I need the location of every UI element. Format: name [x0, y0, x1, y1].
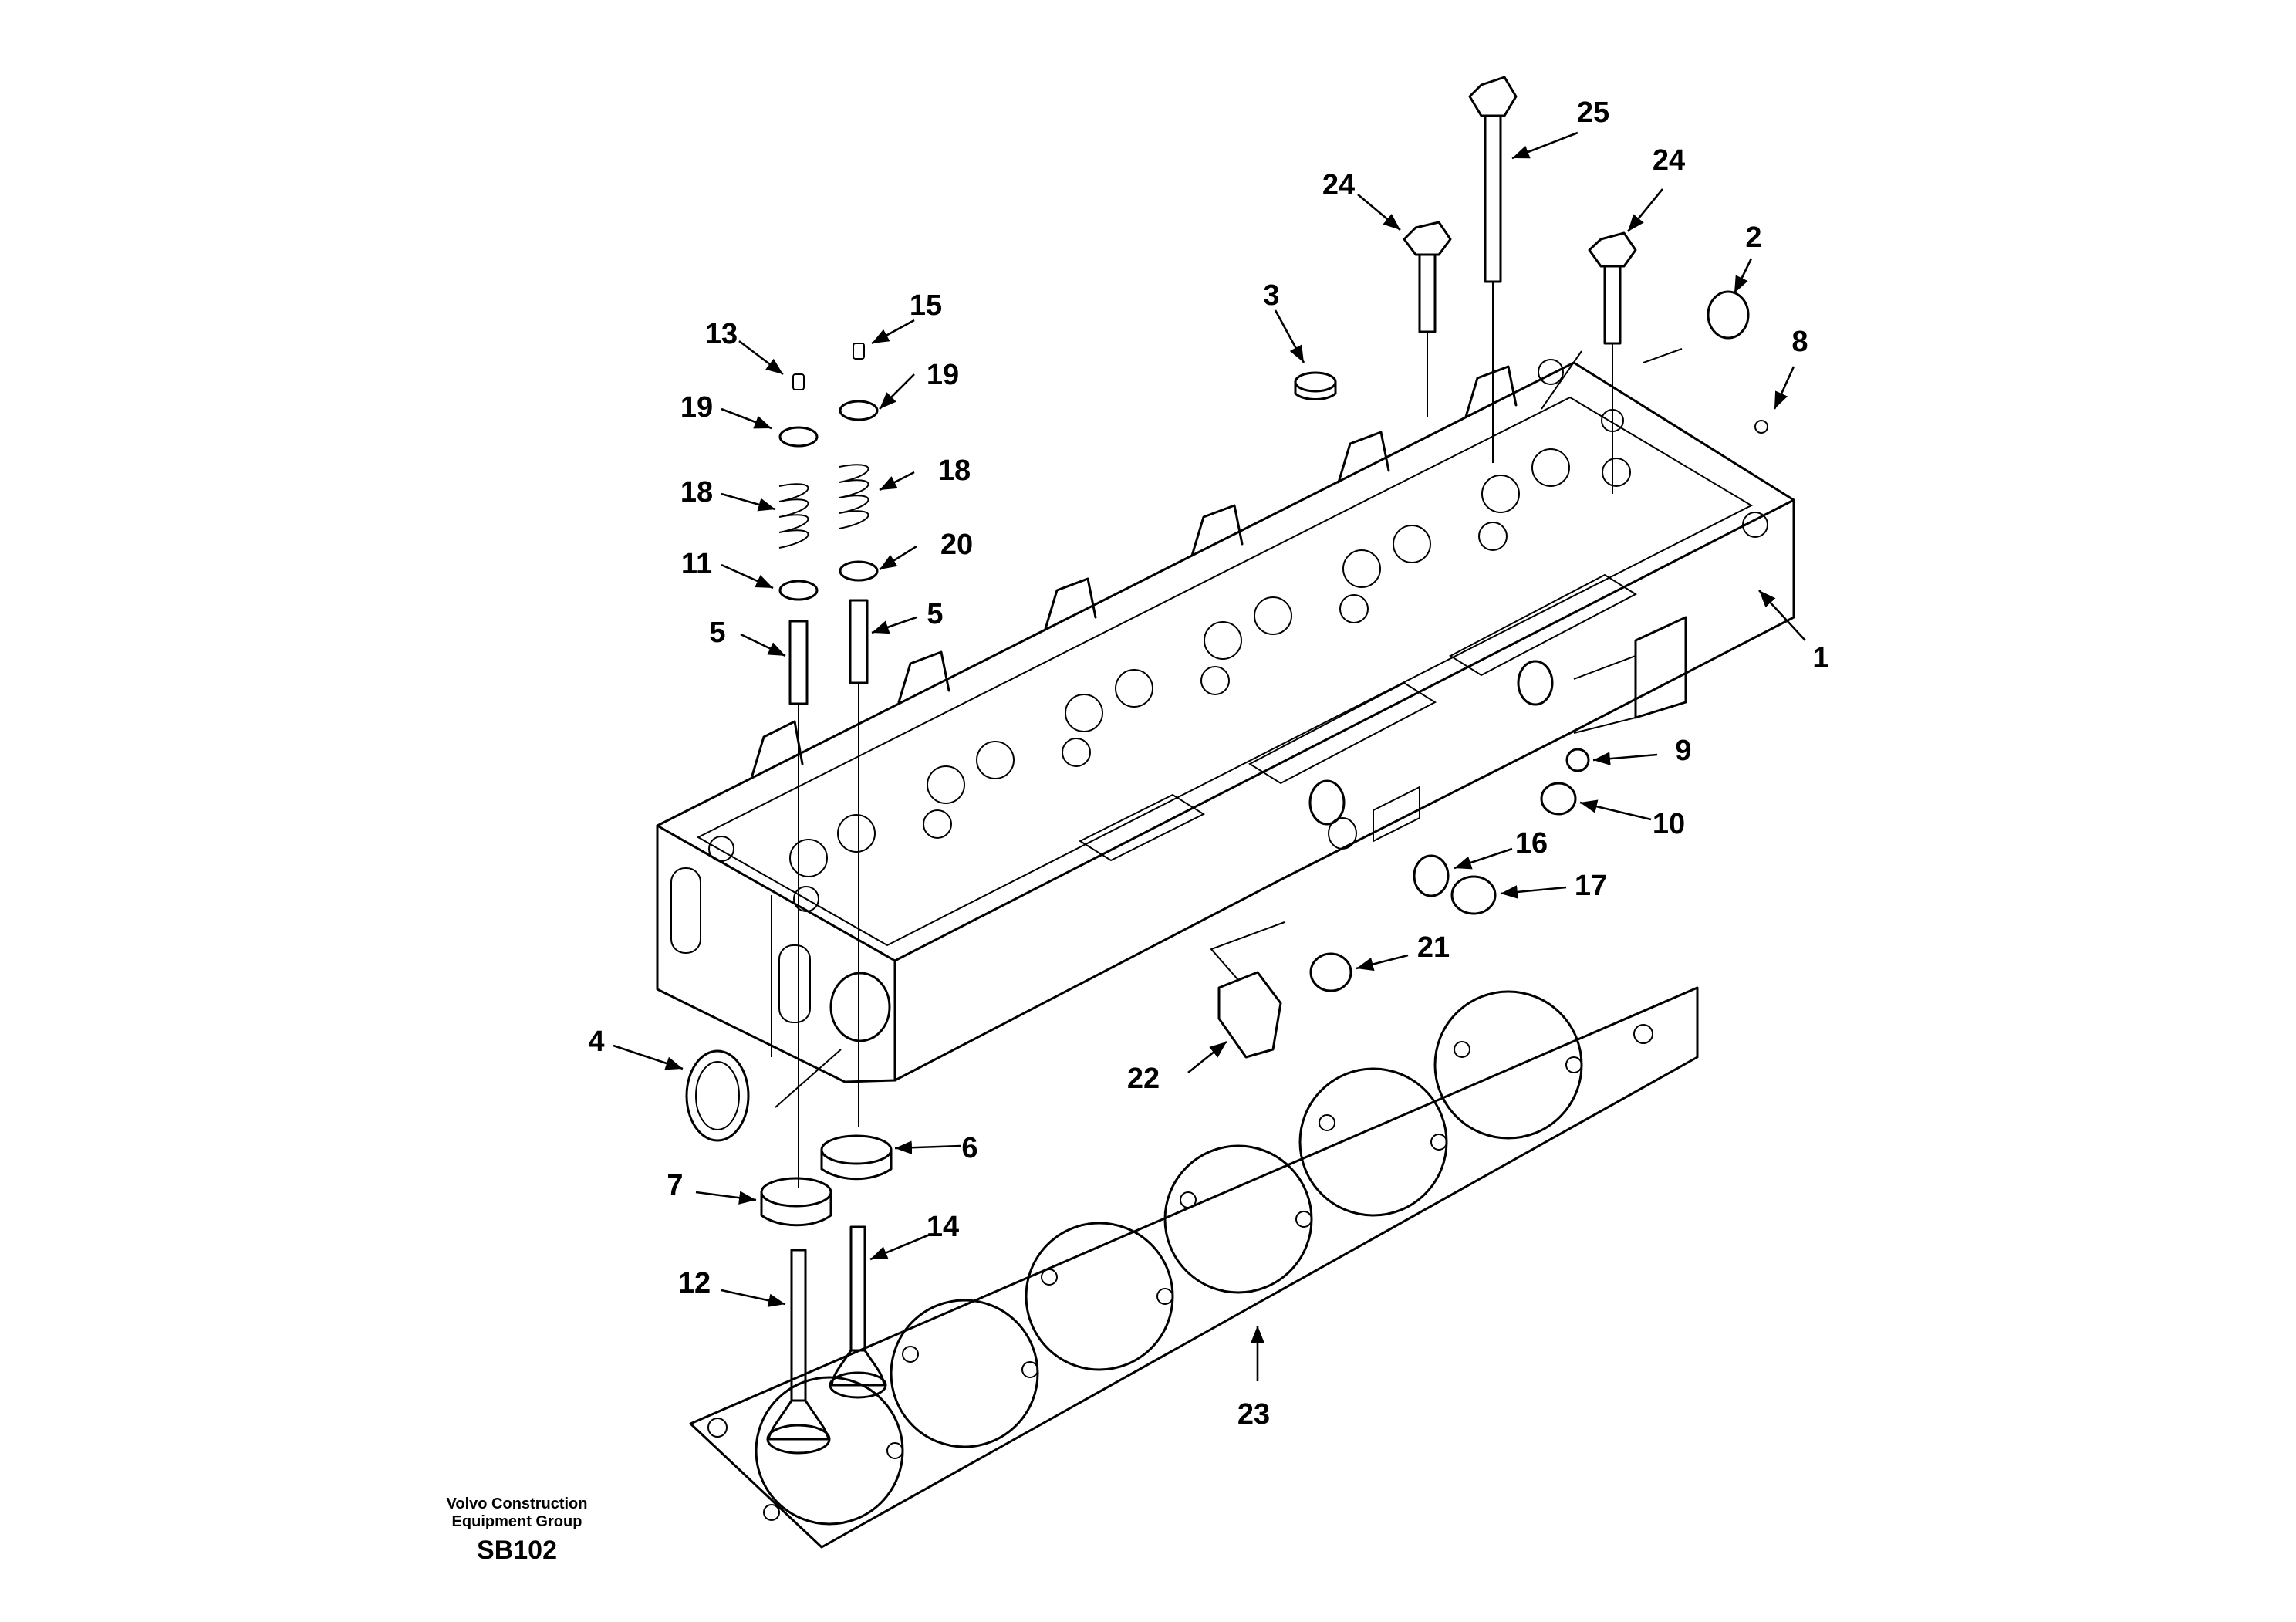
- callout-5-right: 5: [927, 598, 943, 630]
- callout-labels: 25 24 24 2 8 3 13 15 19 19 18 18 11 20 5…: [588, 96, 1828, 1431]
- callout-19-left: 19: [680, 391, 713, 424]
- callout-18-left: 18: [680, 476, 713, 509]
- callout-24-left: 24: [1322, 169, 1355, 201]
- callout-12: 12: [678, 1267, 711, 1299]
- callout-2: 2: [1745, 221, 1761, 254]
- head-gasket: [689, 986, 1699, 1549]
- callout-20: 20: [940, 529, 973, 561]
- callout-11: 11: [681, 548, 712, 580]
- valve-stack-right: [820, 343, 893, 1399]
- credit-line-2: Equipment Group: [452, 1513, 582, 1530]
- publisher-credit: Volvo Construction Equipment Group SB102: [447, 1495, 588, 1565]
- callout-13: 13: [705, 318, 738, 350]
- callout-3: 3: [1263, 279, 1279, 312]
- callout-4: 4: [588, 1026, 604, 1058]
- callout-22: 22: [1127, 1063, 1160, 1095]
- callout-7: 7: [667, 1169, 683, 1201]
- callout-16: 16: [1515, 827, 1548, 860]
- callout-10: 10: [1653, 808, 1685, 840]
- callout-5-left: 5: [709, 617, 725, 649]
- callout-14: 14: [927, 1211, 959, 1243]
- callout-21: 21: [1417, 931, 1450, 964]
- credit-line-1: Volvo Construction: [447, 1495, 588, 1512]
- bolts-and-plugs: [685, 76, 1768, 1142]
- callout-23: 23: [1237, 1398, 1270, 1431]
- callout-19-right: 19: [927, 359, 959, 391]
- cylinder-head: [656, 359, 1795, 1083]
- callout-9: 9: [1675, 735, 1691, 767]
- callout-25: 25: [1577, 96, 1609, 129]
- callout-15: 15: [910, 289, 942, 322]
- valve-stack-left: [760, 373, 832, 1455]
- callout-24-right: 24: [1653, 144, 1685, 177]
- callout-1: 1: [1812, 642, 1828, 674]
- callout-8: 8: [1791, 326, 1808, 358]
- callout-17: 17: [1575, 870, 1607, 902]
- callout-18-right: 18: [938, 454, 971, 487]
- callout-leaders: [613, 131, 1806, 1381]
- drawing-code: SB102: [477, 1536, 557, 1565]
- callout-6: 6: [961, 1132, 977, 1164]
